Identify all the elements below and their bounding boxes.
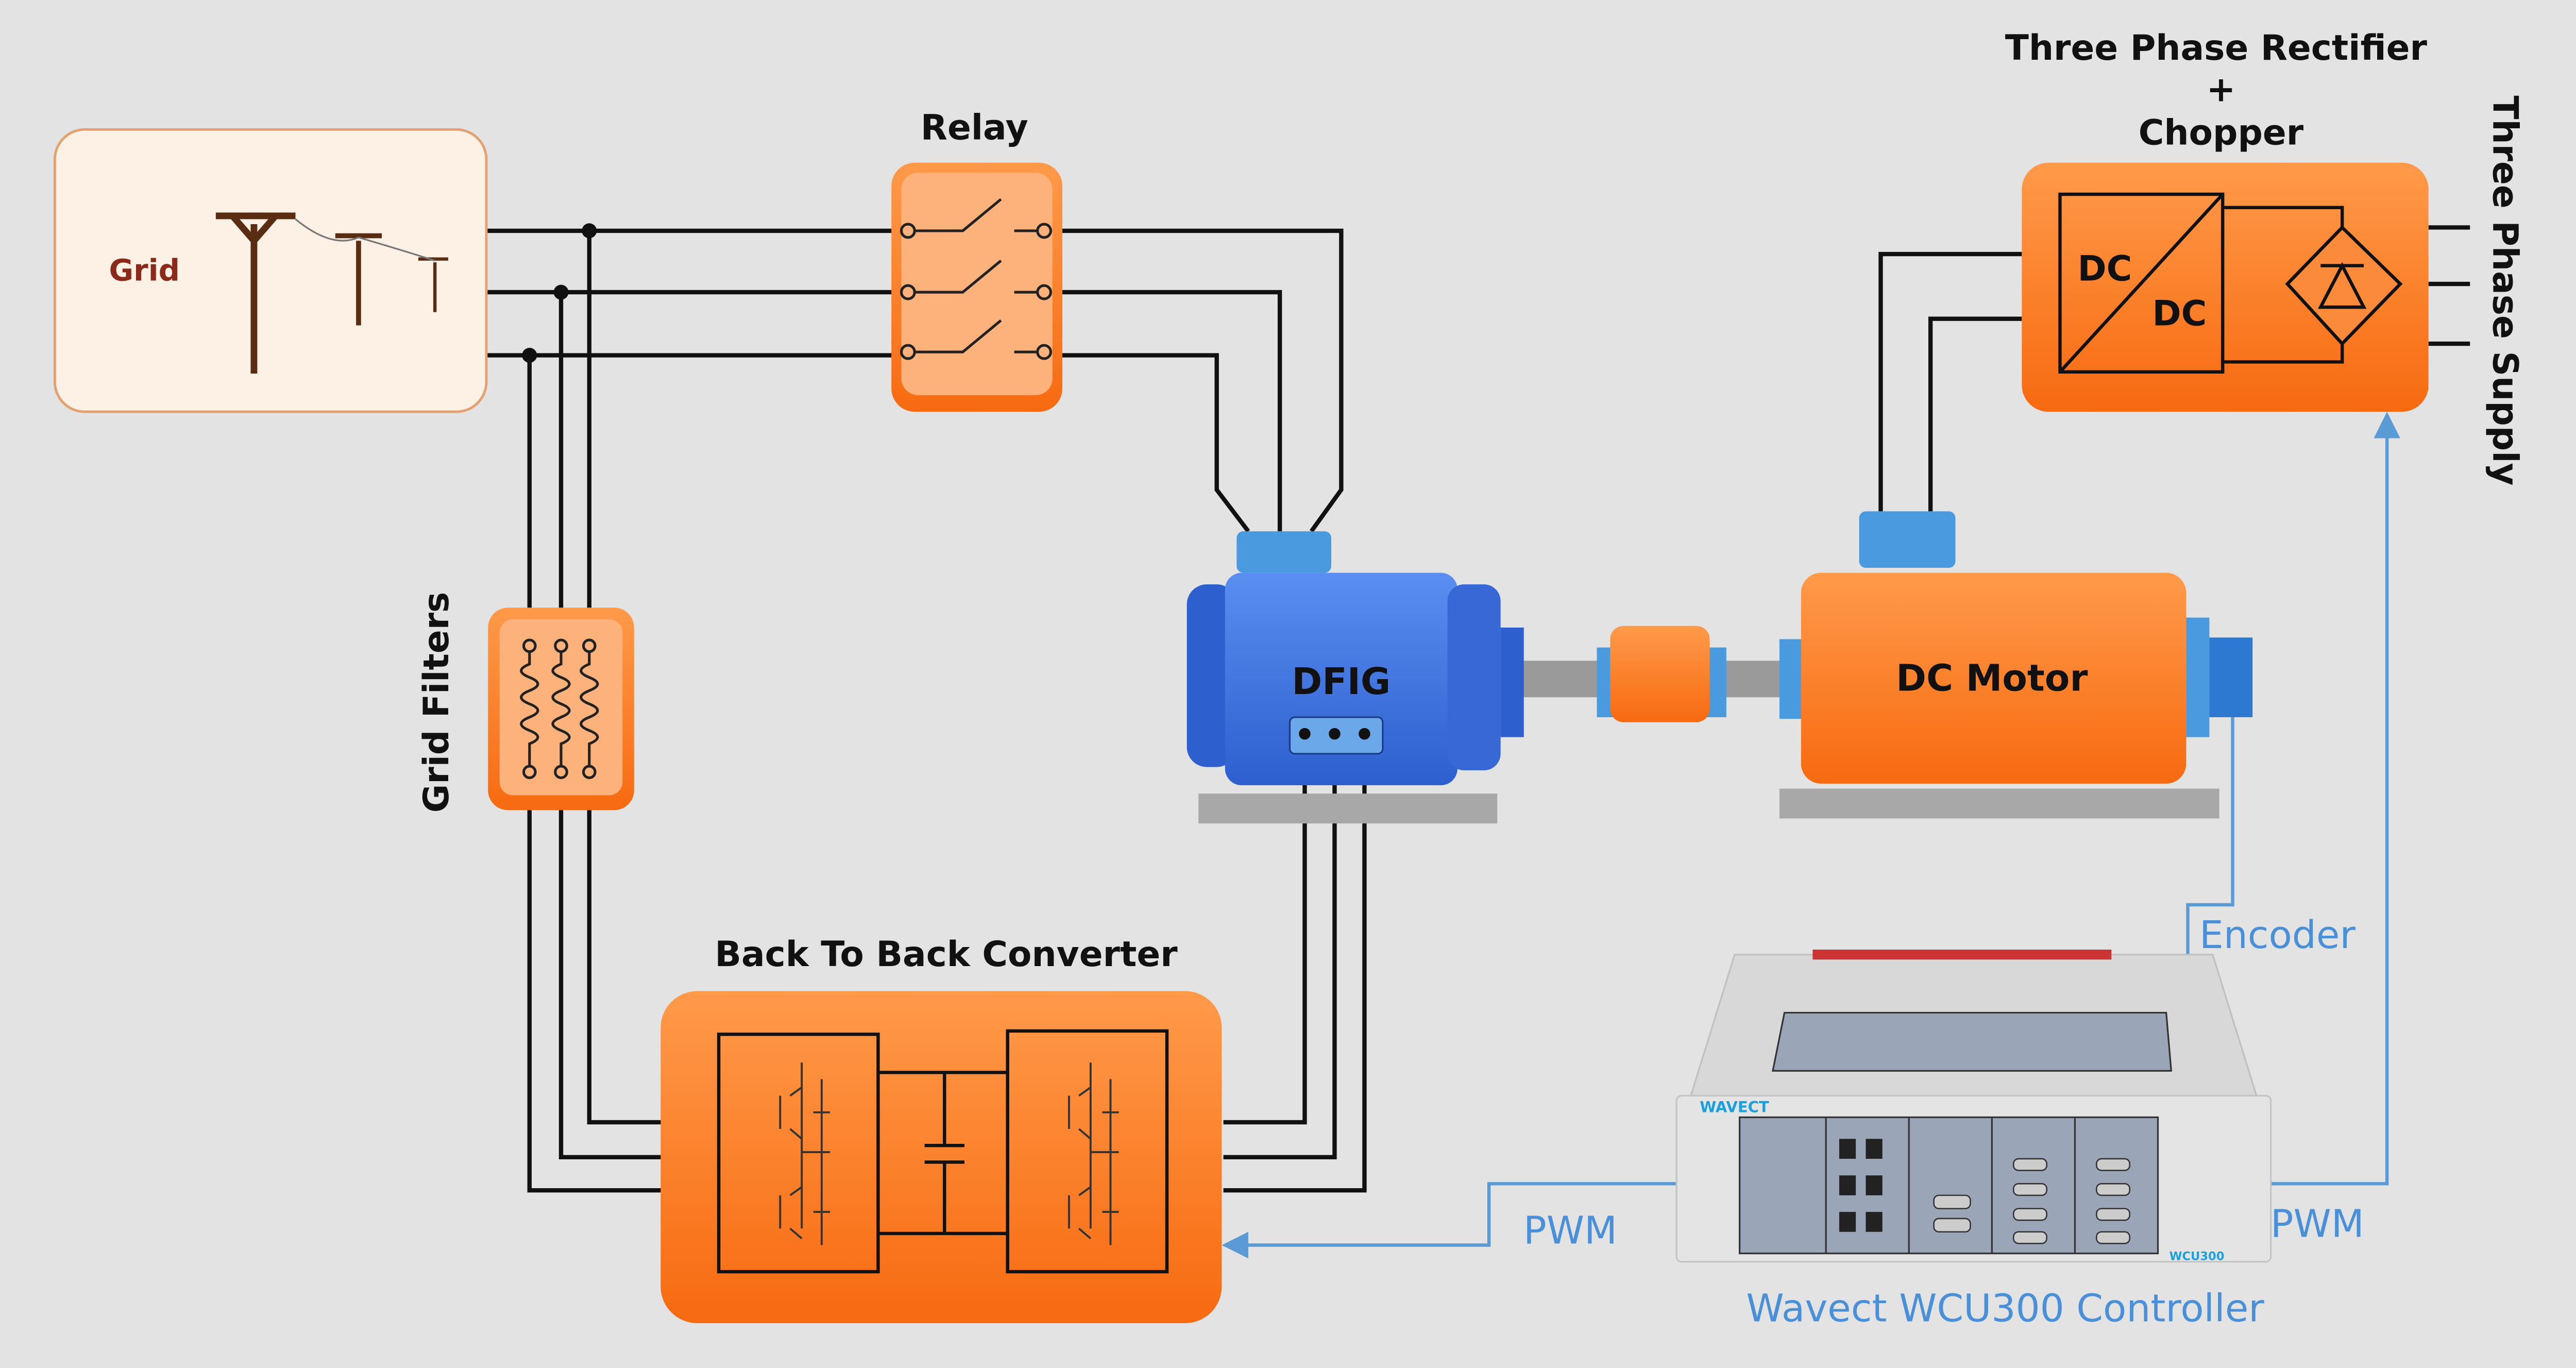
grid-label: Grid bbox=[109, 253, 180, 288]
dc-motor-label: DC Motor bbox=[1896, 656, 2088, 699]
back-to-back-converter bbox=[660, 991, 1222, 1323]
encoder-label: Encoder bbox=[2199, 913, 2355, 957]
relay-label: Relay bbox=[921, 107, 1028, 148]
pwm-right-label: PWM bbox=[2270, 1202, 2364, 1246]
dc-input-label: DC bbox=[2078, 248, 2132, 289]
rectifier-title-line2: + bbox=[2207, 69, 2236, 110]
power-pole-icon bbox=[215, 212, 448, 374]
relay-block bbox=[891, 162, 1063, 412]
rectifier-title-line1: Three Phase Rectifier bbox=[2005, 27, 2428, 68]
pwm-left-label: PWM bbox=[1523, 1208, 1617, 1253]
three-phase-supply-label: Three Phase Supply bbox=[2485, 95, 2526, 485]
controller-label: Wavect WCU300 Controller bbox=[1746, 1287, 2264, 1331]
wavect-logo: WAVECT bbox=[1700, 1099, 1769, 1116]
shaft-coupling bbox=[1597, 626, 1726, 722]
wcu300-controller-image: WAVECT WCU300 bbox=[1675, 950, 2272, 1263]
dc-output-label: DC bbox=[2152, 293, 2207, 334]
grid-filters-label: Grid Filters bbox=[416, 592, 456, 813]
converter-label: Back To Back Converter bbox=[715, 934, 1178, 974]
grid-block: Grid bbox=[53, 128, 488, 413]
grid-filters-block bbox=[488, 607, 634, 810]
rectifier-chopper-block: DC DC bbox=[2022, 162, 2429, 412]
wcu300-logo: WCU300 bbox=[2170, 1250, 2225, 1263]
dfig-label: DFIG bbox=[1292, 660, 1391, 703]
dc-motor: DC Motor bbox=[1779, 511, 2253, 819]
rectifier-title-line3: Chopper bbox=[2139, 112, 2304, 153]
dfig-machine: DFIG bbox=[1187, 531, 1801, 824]
